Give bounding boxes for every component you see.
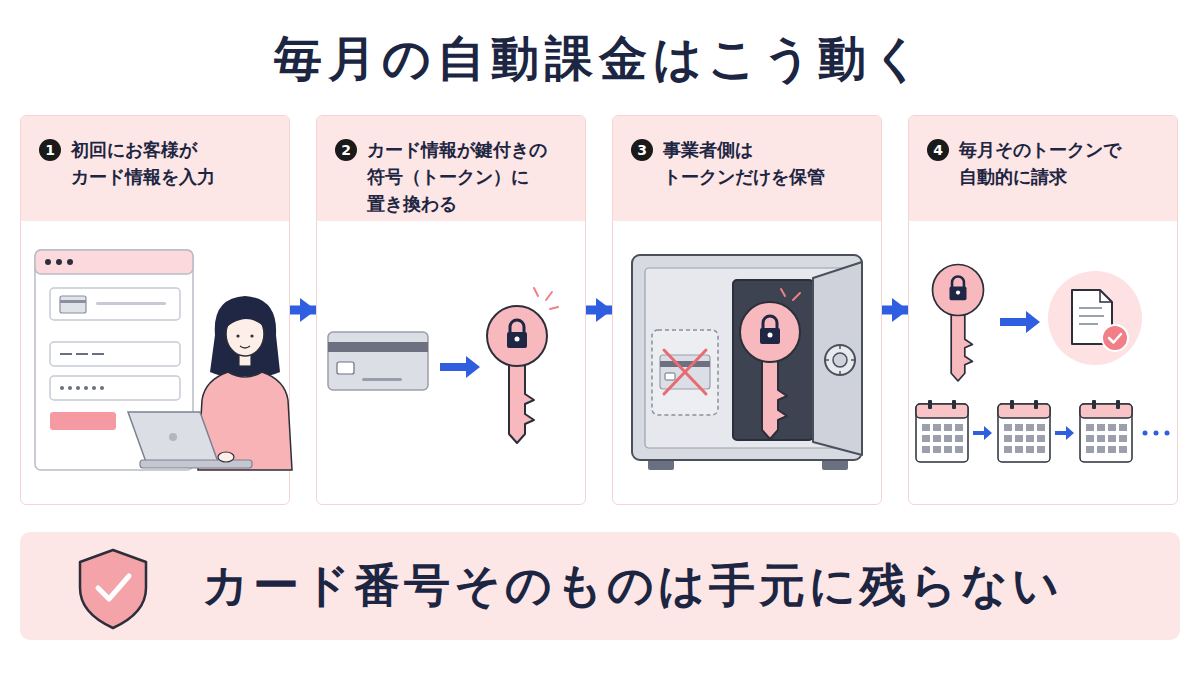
flow-connector [290,306,316,315]
flow-connector [586,306,612,315]
card-header: 4 毎月そのトークンで 自動的に請求 [909,116,1177,221]
step-heading: カード情報が鍵付きの 符号（トークン）に 置き換わる [367,136,567,217]
summary-text: カード番号そのものは手元に残らない [202,555,1063,617]
step-card: 3 事業者側は トークンだけを保管 [612,115,882,505]
card-header: 2 カード情報が鍵付きの 符号（トークン）に 置き換わる [317,116,585,221]
step-card: 2 カード情報が鍵付きの 符号（トークン）に 置き換わる [316,115,586,505]
step-number: 1 [39,139,61,161]
step-heading: 毎月そのトークンで 自動的に請求 [959,136,1159,190]
step-card: 4 毎月そのトークンで 自動的に請求 [908,115,1178,505]
step-card: 1 初回にお客様が カード情報を入力 [20,115,290,505]
step-heading: 事業者側は トークンだけを保管 [663,136,863,190]
diagram-title: 毎月の自動課金はこう動く [0,30,1200,88]
step-heading: 初回にお客様が カード情報を入力 [71,136,271,190]
step-number: 2 [335,139,357,161]
step-number: 4 [927,139,949,161]
summary-band: カード番号そのものは手元に残らない [20,532,1180,640]
card-header: 3 事業者側は トークンだけを保管 [613,116,881,221]
flow-connector [882,306,908,315]
card-header: 1 初回にお客様が カード情報を入力 [21,116,289,221]
step-number: 3 [631,139,653,161]
